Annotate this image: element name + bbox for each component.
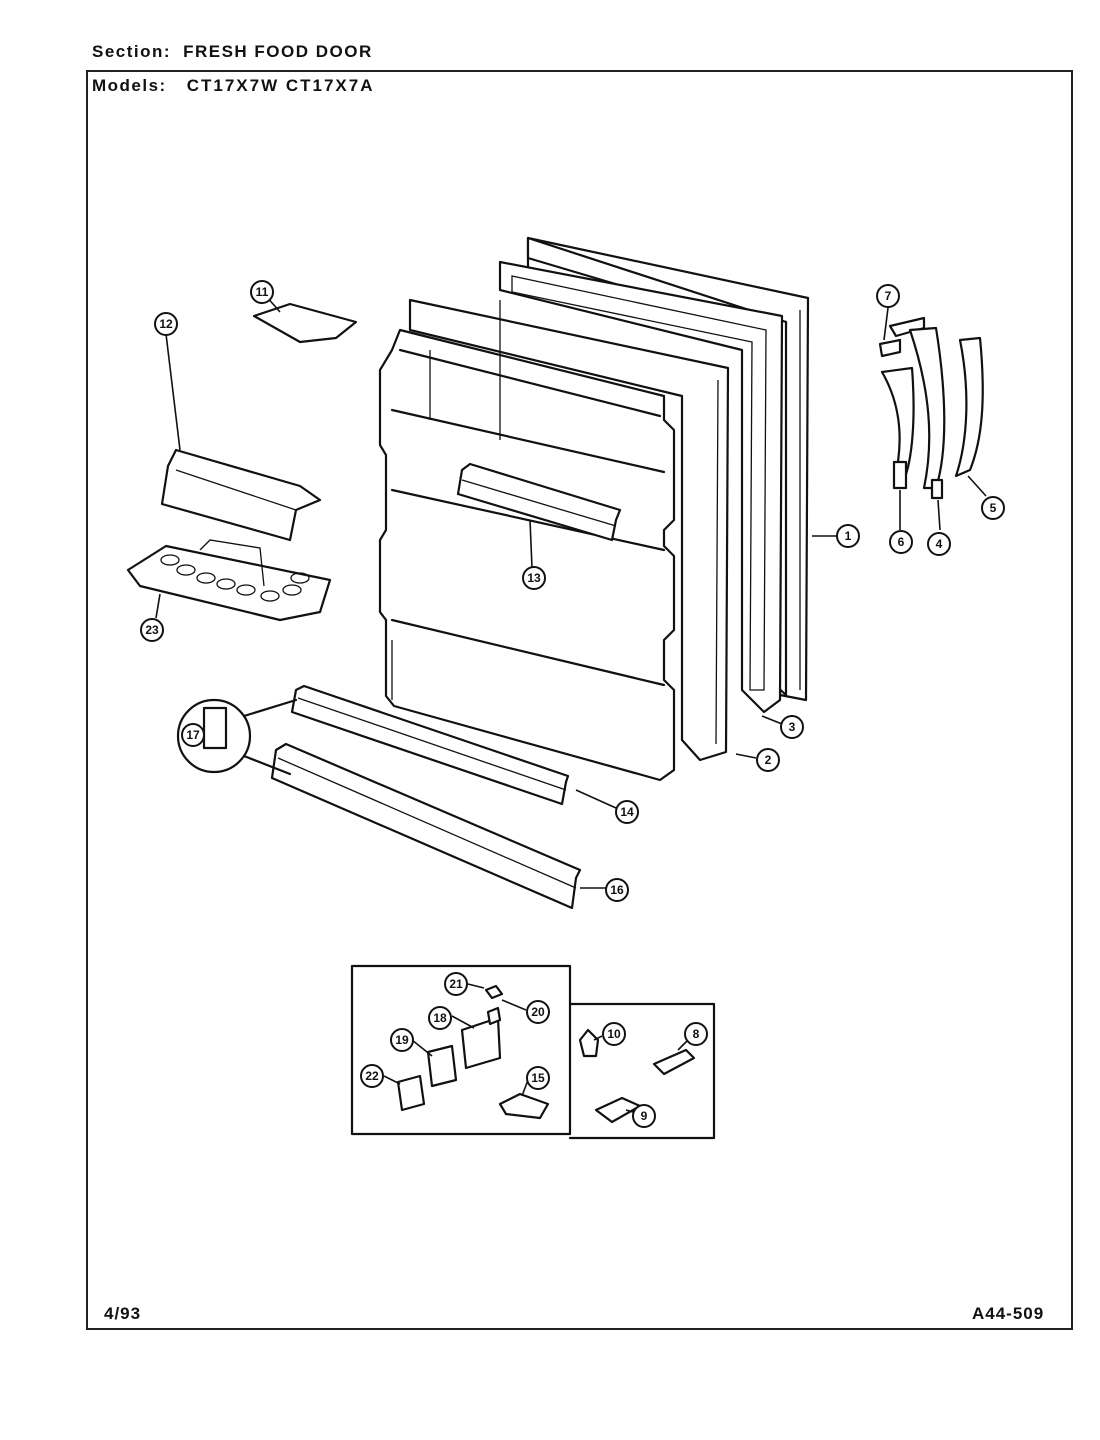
callout-13-label: 13	[527, 571, 541, 585]
footer-date: 4/93	[104, 1304, 142, 1323]
callout-23: 23	[140, 618, 164, 642]
dairy-bin	[160, 448, 322, 542]
models-heading: Models: CT17X7W CT17X7A	[92, 76, 375, 96]
callout-6-label: 6	[898, 535, 905, 549]
callout-13: 13	[522, 566, 546, 590]
liner-shelves	[378, 300, 676, 782]
callout-21: 21	[444, 972, 468, 996]
bottom-bar	[270, 742, 582, 910]
callout-16-label: 16	[610, 883, 624, 897]
section-heading: Section: FRESH FOOD DOOR	[92, 42, 373, 62]
door-liner	[408, 298, 730, 762]
callout-10: 10	[602, 1022, 626, 1046]
callout-11-label: 11	[256, 285, 269, 299]
callout-2-label: 2	[765, 753, 772, 767]
callout-3: 3	[780, 715, 804, 739]
callout-5-label: 5	[990, 501, 997, 515]
callout-19: 19	[390, 1028, 414, 1052]
callout-14-label: 14	[620, 805, 634, 819]
leader-lines	[155, 295, 987, 1115]
callout-1-label: 1	[845, 529, 852, 543]
callout-5: 5	[981, 496, 1005, 520]
section-label: Section:	[92, 42, 172, 61]
diagram-frame	[86, 70, 1073, 1330]
plug-inset	[176, 698, 298, 776]
callout-14: 14	[615, 800, 639, 824]
callout-12: 12	[154, 312, 178, 336]
callout-6: 6	[889, 530, 913, 554]
callout-8: 8	[684, 1022, 708, 1046]
hinge-kit-box	[350, 964, 716, 1140]
callout-3-label: 3	[789, 720, 796, 734]
callout-4-label: 4	[936, 537, 943, 551]
door-gasket	[498, 260, 784, 714]
callout-15: 15	[526, 1066, 550, 1090]
egg-tray	[126, 539, 332, 622]
callout-8-label: 8	[693, 1027, 700, 1041]
callout-16: 16	[605, 878, 629, 902]
models-label: Models:	[92, 76, 167, 95]
callout-22: 22	[360, 1064, 384, 1088]
callout-9: 9	[632, 1104, 656, 1128]
callout-18: 18	[428, 1006, 452, 1030]
callout-20: 20	[526, 1000, 550, 1024]
lower-bar	[290, 684, 570, 806]
handle-parts	[878, 316, 984, 500]
dairy-cover	[252, 302, 358, 344]
callout-23-label: 23	[145, 623, 159, 637]
footer-code: A44-509	[972, 1304, 1045, 1323]
shelf-bar	[456, 462, 622, 542]
callout-2: 2	[756, 748, 780, 772]
callout-11: 11	[250, 280, 274, 304]
section-value: FRESH FOOD DOOR	[183, 42, 373, 61]
callout-20-label: 20	[531, 1005, 545, 1019]
callout-1: 1	[836, 524, 860, 548]
callout-22-label: 22	[365, 1069, 379, 1083]
callout-10-label: 10	[607, 1027, 621, 1041]
callout-17-label: 17	[186, 728, 200, 742]
callout-7-label: 7	[885, 289, 892, 303]
callout-19-label: 19	[395, 1033, 409, 1047]
callout-12-label: 12	[159, 317, 173, 331]
callout-9-label: 9	[641, 1109, 648, 1123]
callout-7: 7	[876, 284, 900, 308]
models-value: CT17X7W CT17X7A	[186, 76, 375, 95]
callout-18-label: 18	[433, 1011, 447, 1025]
callout-21-label: 21	[449, 977, 463, 991]
callout-15-label: 15	[531, 1071, 545, 1085]
callout-4: 4	[927, 532, 951, 556]
callout-17: 17	[181, 723, 205, 747]
